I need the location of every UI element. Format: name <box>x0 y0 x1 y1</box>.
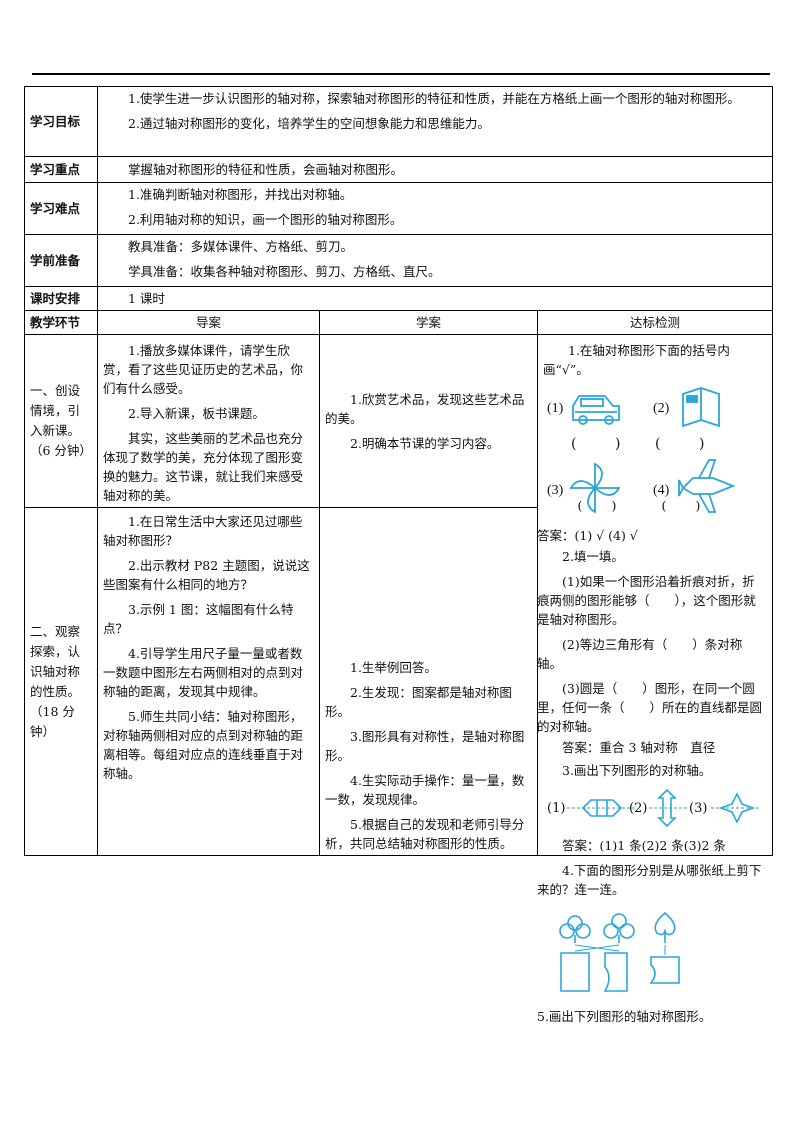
q1-paren-1: ( <box>571 436 576 452</box>
schedule-value: 1 课时 <box>128 291 165 306</box>
stage2-study: 1.生举例回答。 2.生发现：图案都是轴对称图形。 3.图形具有对称性，是轴对称… <box>319 507 538 856</box>
star-shape-icon <box>718 792 756 824</box>
stage1-guide-2: 2.导入新课，板书课题。 <box>128 406 265 421</box>
match-lines <box>574 944 666 955</box>
row-stage2: 二、观察探索，认识轴对称的性质。（18 分钟） 1.在日常生活中大家还见过哪些轴… <box>24 507 773 856</box>
stage2-study-1: 1.生举例回答。 <box>350 660 437 675</box>
spade-icon <box>654 911 676 943</box>
q4-figures <box>559 911 680 992</box>
book-icon <box>682 387 720 428</box>
stage2-guide-1: 1.在日常生活中大家还见过哪些轴对称图形？ <box>103 514 303 548</box>
q1-paren-2: ( <box>655 436 660 452</box>
stage1-name: 一、创设情境，引入新课。（6 分钟） <box>24 334 98 508</box>
check-q4: 4.下面的图形分别是从哪张纸上剪下来的？连一连。 <box>537 863 762 897</box>
header-check: 达标检测 <box>536 310 774 335</box>
stage1-study-1: 1.欣赏艺术品，发现这些艺术品的美。 <box>325 391 525 426</box>
club-icon <box>603 913 635 943</box>
check-a2: 答案：重合 3 轴对称 直径 <box>562 740 716 755</box>
goals-p2: 2.通过轴对称图形的变化，培养学生的空间想象能力和思维能力。 <box>128 116 490 131</box>
key-p1: 掌握轴对称图形的特征和性质，会画轴对称图形。 <box>128 162 404 177</box>
check-q1: 1.在轴对称图形下面的括号内画“√”。 <box>543 343 730 377</box>
stage2-study-4: 4.生实际动手操作：量一量，数一数，发现规律。 <box>325 773 525 807</box>
q3-label-2: (2) <box>629 801 647 816</box>
stage1-guide: 1.播放多媒体课件，请学生欣赏，看了这些见证历史的艺术品，你们有什么感受。 2.… <box>97 334 320 508</box>
clover-icon <box>559 915 591 943</box>
stage1-guide-3: 其实，这些美丽的艺术品也充分体现了数学的美，充分体现了图形变换的魅力。这节课，就… <box>103 431 304 503</box>
check-q2-3: (3)圆是（ ）图形，在同一个圆里，任何一条（ ）所在的直线都是圆的对称轴。 <box>537 681 763 734</box>
stage1-study: 1.欣赏艺术品，发现这些艺术品的美。 2.明确本节课的学习内容。 <box>319 334 538 508</box>
stage2-study-3: 3.图形具有对称性，是轴对称图形。 <box>325 729 525 763</box>
lesson-plan-table: 学习目标 1.使学生进一步认识图形的轴对称，探索轴对称图形的特征和性质，并能在方… <box>24 86 774 856</box>
q3-label-3: (3) <box>689 801 707 816</box>
row-goals: 学习目标 1.使学生进一步认识图形的轴对称，探索轴对称图形的特征和性质，并能在方… <box>24 86 774 157</box>
row-difficulty: 学习难点 1.准确判断轴对称图形，并找出对称轴。 2.利用轴对称的知识，画一个图… <box>24 182 774 235</box>
row-stage1: 一、创设情境，引入新课。（6 分钟） 1.播放多媒体课件，请学生欣赏，看了这些见… <box>24 334 774 856</box>
check-q2: 2.填一填。 <box>562 549 624 564</box>
q1-paren-2-close: ) <box>699 436 704 452</box>
check-continuation: () () 答案：(1) √ (4) √ 2.填一填。 (1)如果一个图形沿着折… <box>537 496 765 1028</box>
row-key: 学习重点 掌握轴对称图形的特征和性质，会画轴对称图形。 <box>24 156 774 183</box>
check-q2-2: (2)等边三角形有（ ）条对称轴。 <box>537 637 743 671</box>
check-a1: 答案：(1) √ (4) √ <box>537 528 638 543</box>
row-schedule: 课时安排 1 课时 <box>24 286 774 311</box>
key-content: 掌握轴对称图形的特征和性质，会画轴对称图形。 <box>96 156 774 183</box>
arrow-shape-icon <box>657 788 677 828</box>
check-column: 1.在轴对称图形下面的括号内画“√”。 (1) (2) ( ) ( <box>536 334 774 856</box>
q1-label-4: (4) <box>653 483 670 498</box>
check-a3: 答案：(1)1 条(2)2 条(3)2 条 <box>562 838 726 853</box>
stage2-guide-5: 5.师生共同小结：轴对称图形，对称轴两侧相对应的点到对称轴的距离相等。每组对应点… <box>103 709 304 781</box>
goals-p1: 1.使学生进一步认识图形的轴对称，探索轴对称图形的特征和性质，并能在方格纸上画一… <box>128 91 740 106</box>
difficulty-p2: 2.利用轴对称的知识，画一个图形的轴对称图形。 <box>128 212 403 227</box>
q1-label-2: (2) <box>653 401 670 416</box>
prep-p1: 教具准备：多媒体课件、方格纸、剪刀。 <box>128 239 354 254</box>
stage2-study-2: 2.生发现：图案都是轴对称图形。 <box>325 685 512 719</box>
check-q2-1: (1)如果一个图形沿着折痕对折，折痕两侧的图形能够（ ），这个图形就是轴对称图形… <box>537 574 756 627</box>
q1-label-3: (3) <box>547 483 564 498</box>
plane-icon <box>678 459 736 513</box>
check-q5: 5.画出下列图形的轴对称图形。 <box>537 1009 712 1024</box>
q1-parens-row2: () () <box>577 498 701 513</box>
row-prep: 学前准备 教具准备：多媒体课件、方格纸、剪刀。 学具准备：收集各种轴对称图形、剪… <box>24 234 774 287</box>
q1-label-1: (1) <box>547 401 564 416</box>
label-difficulty: 学习难点 <box>24 182 98 235</box>
label-schedule: 课时安排 <box>24 286 98 311</box>
prep-p2: 学具准备：收集各种轴对称图形、剪刀、方格纸、直尺。 <box>128 264 441 279</box>
folded-paper-icons <box>560 952 680 992</box>
stage2-guide-4: 4.引导学生用尺子量一量或者数一数题中图形左右两侧相对的点到对称轴的距离，发现其… <box>103 646 304 699</box>
q3-label-1: (1) <box>547 801 565 816</box>
header-guide: 导案 <box>97 310 320 335</box>
stage2-guide-3: 3.示例 1 图：这幅图有什么特点？ <box>103 602 294 636</box>
stage1-study-2: 2.明确本节课的学习内容。 <box>350 435 500 451</box>
q3-figures: (1) (2) (3) <box>547 788 759 828</box>
stage2-guide-2: 2.出示教材 P82 主题图，说说这些图案有什么相同的地方？ <box>103 558 310 592</box>
schedule-content: 1 课时 <box>96 286 774 311</box>
header-stage: 教学环节 <box>24 310 98 335</box>
difficulty-content: 1.准确判断轴对称图形，并找出对称轴。 2.利用轴对称的知识，画一个图形的轴对称… <box>96 182 774 235</box>
q1-figures: (1) (2) ( ) ( ) (3) <box>547 387 736 514</box>
difficulty-p1: 1.准确判断轴对称图形，并找出对称轴。 <box>128 187 353 202</box>
row-headers: 教学环节 导案 学案 达标检测 <box>24 310 774 335</box>
label-key: 学习重点 <box>24 156 98 183</box>
q1-paren-1-close: ) <box>615 436 620 452</box>
label-prep: 学前准备 <box>24 234 98 287</box>
stage2-study-5: 5.根据自己的发现和老师引导分析，共同总结轴对称图形的性质。 <box>325 817 525 851</box>
stage1-guide-1: 1.播放多媒体课件，请学生欣赏，看了这些见证历史的艺术品，你们有什么感受。 <box>103 343 304 396</box>
header-rule <box>32 73 770 75</box>
prep-content: 教具准备：多媒体课件、方格纸、剪刀。 学具准备：收集各种轴对称图形、剪刀、方格纸… <box>96 234 774 287</box>
pinwheel-icon <box>569 462 621 514</box>
label-goals: 学习目标 <box>24 86 98 157</box>
stage2-name: 二、观察探索，认识轴对称的性质。（18 分钟） <box>24 507 98 856</box>
header-study: 学案 <box>319 310 538 335</box>
check-q3: 3.画出下列图形的对称轴。 <box>562 763 712 778</box>
stage2-guide: 1.在日常生活中大家还见过哪些轴对称图形？ 2.出示教材 P82 主题图，说说这… <box>97 507 320 856</box>
goals-content: 1.使学生进一步认识图形的轴对称，探索轴对称图形的特征和性质，并能在方格纸上画一… <box>96 86 774 157</box>
car-icon <box>572 395 620 425</box>
